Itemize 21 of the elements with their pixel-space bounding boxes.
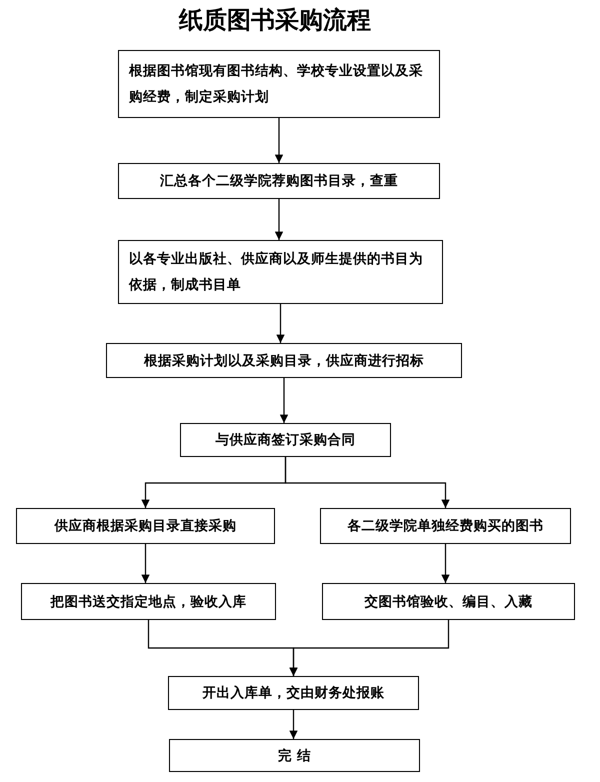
process-box: 完 结	[169, 739, 420, 772]
process-box: 把图书送交指定地点，验收入库	[21, 583, 276, 620]
process-box: 各二级学院单独经费购买的图书	[320, 508, 571, 544]
process-box: 根据图书馆现有图书结构、学校专业设置以及采购经费，制定采购计划	[118, 50, 440, 118]
arrow	[284, 457, 450, 508]
process-box: 与供应商签订采购合同	[180, 423, 391, 457]
process-box: 以各专业出版社、供应商以及师生提供的书目为依据，制成书目单	[118, 240, 443, 304]
process-box: 开出入库单，交由财务处报账	[168, 676, 419, 710]
arrow	[141, 544, 150, 583]
arrow	[289, 620, 450, 676]
process-box: 供应商根据采购目录直接采购	[16, 508, 275, 544]
arrow	[441, 544, 450, 583]
arrow	[280, 378, 288, 423]
arrow	[274, 199, 284, 240]
process-box: 汇总各个二级学院荐购图书目录，查重	[118, 163, 440, 199]
diagram-title: 纸质图书采购流程	[178, 5, 372, 36]
process-box: 根据采购计划以及采购目录，供应商进行招标	[106, 343, 462, 378]
process-box: 交图书馆验收、编目、入藏	[322, 583, 575, 620]
arrow	[274, 118, 284, 163]
arrow	[276, 304, 285, 343]
arrow	[289, 710, 298, 739]
